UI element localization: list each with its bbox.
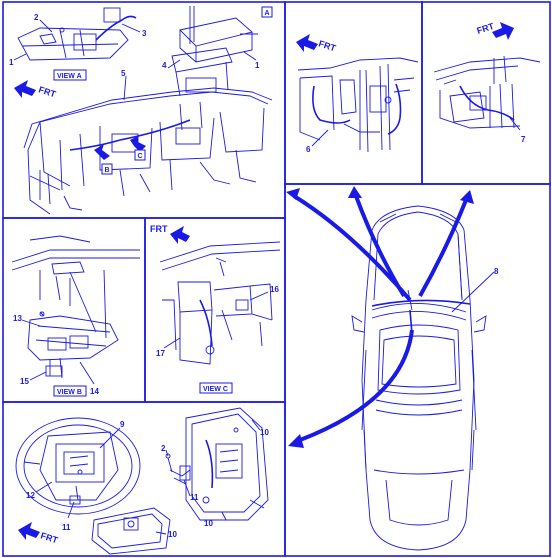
callout-2b: 2	[161, 444, 166, 453]
panel-dashboard: FRT VIEW A A B C 1 2 3	[9, 6, 273, 215]
view-c-text: VIEW C	[203, 386, 228, 393]
callout-3: 3	[142, 29, 147, 38]
box-b-text: B	[105, 167, 110, 174]
box-a-text: A	[265, 10, 270, 17]
callout-10b: 10	[260, 428, 269, 437]
view-a-inset	[17, 7, 137, 61]
callout-11a: 11	[62, 523, 71, 532]
instrument-panel	[23, 87, 273, 215]
callout-9: 9	[120, 420, 125, 429]
callout-12: 12	[26, 491, 35, 500]
panel-top-middle: FRT 6	[296, 34, 419, 154]
callout-11b: 11	[190, 493, 199, 502]
view-a-text: VIEW A	[57, 73, 82, 80]
bracket-module-a	[171, 6, 258, 97]
callout-7: 7	[521, 135, 526, 144]
frt-arrow: FRT	[14, 80, 58, 99]
callout-16: 16	[270, 285, 279, 294]
panel-view-b: 13 15 14 VIEW B	[11, 235, 140, 397]
frt-arrow-top-middle: FRT	[296, 34, 338, 53]
pointer-arrow-b	[94, 144, 110, 160]
view-c-label: VIEW C	[199, 382, 233, 394]
callout-1a: 1	[9, 58, 14, 67]
callouts-top-left: 1 2 3 4 5 1	[9, 13, 260, 101]
box-b: B	[101, 163, 113, 175]
callout-10c: 10	[168, 530, 177, 539]
callout-4: 4	[162, 61, 167, 70]
panel-steering-wheel: 9 12 11 2 11 10 10 10 FRT	[15, 407, 269, 555]
panel-top-right: FRT 7	[433, 21, 541, 144]
callout-14: 14	[90, 387, 99, 396]
frt-label: FRT	[37, 84, 57, 99]
frt-label: FRT	[476, 21, 496, 36]
box-a: A	[261, 6, 273, 18]
callout-5: 5	[121, 69, 126, 78]
frt-arrow-bottom: FRT	[18, 522, 60, 545]
frt-label: FRT	[39, 530, 59, 545]
view-a-label: VIEW A	[53, 69, 87, 81]
callout-1b: 1	[255, 61, 260, 70]
frt-arrow-mid: FRT	[150, 224, 190, 244]
frt-label: FRT	[317, 38, 337, 53]
panel-view-c: FRT 16 17 VIEW C	[150, 224, 281, 394]
callout-13: 13	[13, 314, 22, 323]
box-c-text: C	[138, 153, 143, 160]
view-b-label: VIEW B	[53, 385, 87, 397]
callout-6: 6	[306, 145, 311, 154]
callout-17: 17	[156, 349, 165, 358]
frt-arrow-top-right: FRT	[476, 21, 514, 40]
pointer-arrow-c	[130, 136, 146, 152]
car-top-view: 8	[351, 205, 499, 551]
callout-2: 2	[34, 13, 39, 22]
view-b-text: VIEW B	[57, 389, 82, 396]
frt-label: FRT	[150, 224, 168, 234]
callout-15: 15	[20, 377, 29, 386]
callout-10a: 10	[204, 519, 213, 528]
pointer-arrows	[286, 186, 474, 448]
callout-8: 8	[494, 267, 499, 276]
box-c: C	[134, 149, 146, 161]
